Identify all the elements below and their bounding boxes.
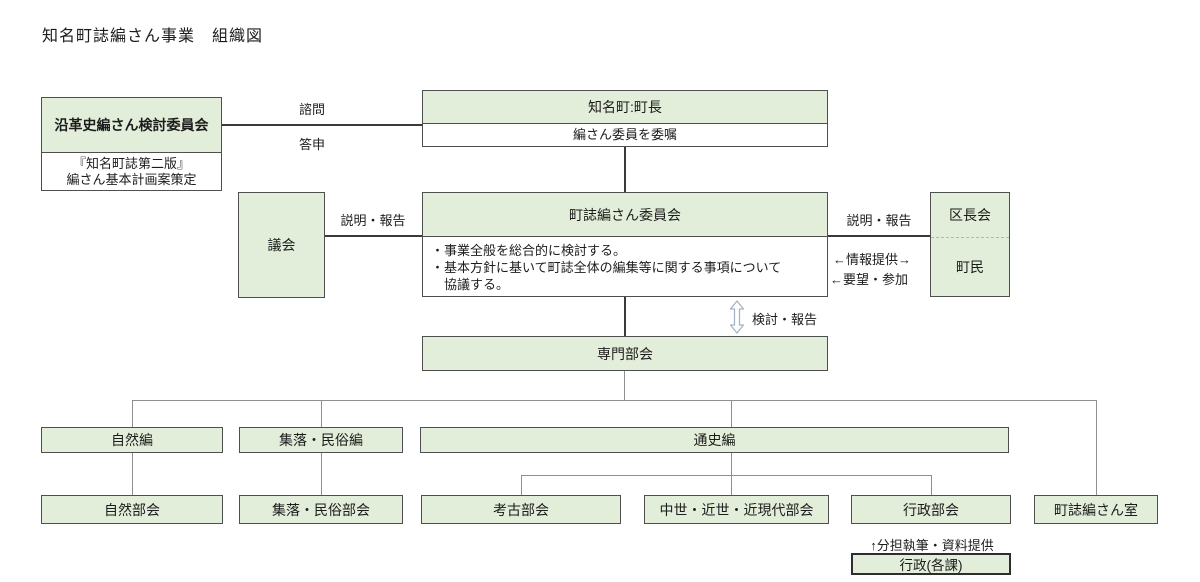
node-gikai: 議会 [238, 192, 325, 298]
branch-line-main [132, 400, 1096, 401]
node-shizen-bukai: 自然部会 [41, 495, 223, 524]
stub-choshi-room [1096, 400, 1097, 495]
node-committee: 町誌編さん委員会 ・事業全般を総合的に検討する。 ・基本方針に基いて町誌全体の編… [422, 192, 828, 297]
connector-committee-kuchokai [828, 235, 930, 237]
node-shuraku-minzoku-bukai: 集落・民俗部会 [239, 495, 403, 524]
connector-committee-senmon [624, 297, 626, 336]
node-committee-body: ・事業全般を総合的に検討する。 ・基本方針に基いて町誌全体の編集等に関する事項に… [423, 237, 827, 296]
label-toshin: 答申 [298, 137, 326, 152]
node-tsushi-hen: 通史編 [420, 427, 1009, 453]
branch-line-tsushi [521, 475, 932, 476]
stub-koko-bukai [521, 475, 522, 495]
enkakushi-body-line2: 編さん基本計画案策定 [66, 171, 197, 187]
label-kento-hokoku: 検討・報告 [752, 312, 818, 327]
node-shuraku-minzoku-hen: 集落・民俗編 [239, 427, 403, 453]
node-gyosei-bukai: 行政部会 [851, 495, 1011, 524]
connector-senmon-branch [624, 371, 625, 400]
node-committee-title: 町誌編さん委員会 [423, 193, 827, 237]
label-setsumei-left: 説明・報告 [340, 213, 406, 228]
node-chomin: 町民 [956, 259, 984, 275]
committee-bullet-2: ・基本方針に基いて町誌全体の編集等に関する事項について [431, 260, 782, 275]
node-mayor-body: 編さん委員を委嘱 [423, 124, 827, 146]
committee-bullet-3: 協議する。 [431, 277, 510, 292]
stub-chusei-bukai [731, 453, 732, 495]
node-shizen-hen: 自然編 [41, 427, 223, 453]
stub-tsushi-hen [731, 400, 732, 427]
node-chusei-kinsei-bukai: 中世・近世・近現代部会 [644, 495, 829, 524]
label-joho-teikyo: ←情報提供→ [832, 252, 912, 267]
stub-shizen-bukai [132, 453, 133, 495]
label-yobo-sanka: ←要望・参加 [829, 272, 909, 287]
stub-shuraku-bukai [321, 453, 322, 495]
label-buntan-shippitsu: ↑分担執筆・資料提供 [870, 538, 994, 553]
connector-gikai-committee [325, 235, 422, 237]
node-enkakushi-title: 沿革史編さん検討委員会 [42, 98, 221, 153]
label-setsumei-right: 説明・報告 [846, 213, 912, 228]
node-gyosei-kakuka: 行政(各課) [851, 553, 1011, 575]
node-koko-bukai: 考古部会 [421, 495, 621, 524]
node-kuchokai: 区長会 [931, 193, 1009, 238]
enkakushi-body-line1: 『知名町誌第二版』 [72, 155, 190, 171]
stub-shuraku-hen [321, 400, 322, 427]
node-mayor: 知名町:町長 編さん委員を委嘱 [422, 90, 828, 147]
page-title: 知名町誌編さん事業 組織図 [42, 28, 264, 45]
stub-gyosei-bukai [931, 475, 932, 495]
double-arrow-icon [729, 300, 745, 334]
node-senmon-bukai: 専門部会 [422, 336, 828, 371]
node-mayor-title: 知名町:町長 [423, 91, 827, 124]
stub-shizen-hen [132, 400, 133, 427]
node-enkakushi-body: 『知名町誌第二版』 編さん基本計画案策定 [42, 153, 221, 190]
node-choshi-hensan-shitsu: 町誌編さん室 [1034, 495, 1158, 524]
node-enkakushi: 沿革史編さん検討委員会 『知名町誌第二版』 編さん基本計画案策定 [41, 97, 222, 191]
committee-bullet-1: ・事業全般を総合的に検討する。 [431, 243, 627, 258]
node-kuchokai-chomin: 区長会 町民 [930, 192, 1010, 297]
connector-mayor-committee [624, 147, 626, 192]
label-shimon: 諮問 [298, 102, 326, 117]
connector-consult-line [222, 124, 422, 126]
